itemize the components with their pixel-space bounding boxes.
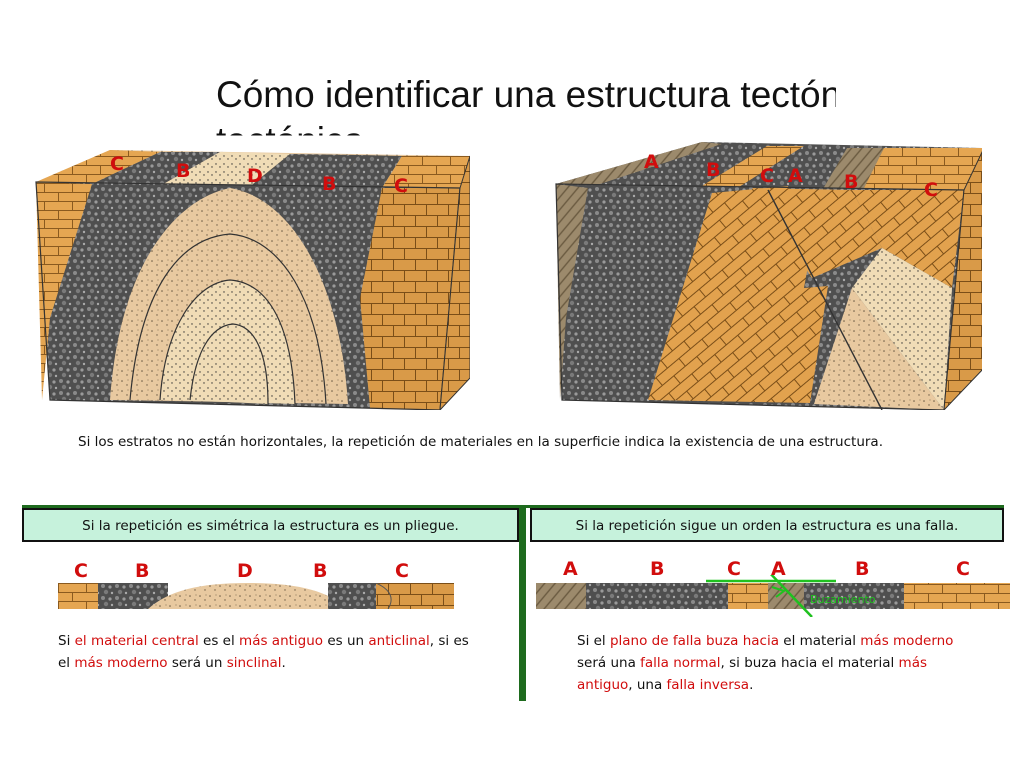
- fault-block-diagram: A B C A B C: [555, 142, 982, 410]
- label-a-2: A: [788, 165, 803, 187]
- label-b-1: B: [176, 160, 190, 182]
- strip-label-c-1: C: [727, 558, 741, 580]
- text-fragment: será un: [167, 655, 227, 671]
- strip-label-b-1: B: [135, 560, 150, 582]
- label-b-1: B: [706, 159, 720, 181]
- term-youngest: más moderno: [74, 655, 168, 671]
- dip-label: Buzamiento: [810, 593, 876, 606]
- fault-strip-labels: A B C A B C: [563, 558, 983, 582]
- term-oldest: más antiguo: [577, 655, 928, 693]
- strip-label-b-1: B: [650, 558, 665, 580]
- strip-label-b-2: B: [855, 558, 870, 580]
- strip-label-d: D: [237, 560, 253, 582]
- strip-label-a-2: A: [771, 558, 786, 580]
- text-fragment: , una: [628, 677, 667, 693]
- text-fragment: es el: [198, 633, 240, 649]
- text-fragment: .: [749, 677, 754, 693]
- fault-explanation: Si el plano de falla buza hacia el mater…: [577, 630, 957, 696]
- term-anticline: anticlinal: [368, 633, 430, 649]
- structure-caption: Si los estratos no están horizontales, l…: [78, 434, 883, 450]
- text-fragment: .: [281, 655, 286, 671]
- label-c-2: C: [924, 179, 938, 201]
- fold-surface-strip: [58, 583, 454, 609]
- label-b-2: B: [844, 171, 858, 193]
- term-syncline: sinclinal: [226, 655, 282, 671]
- term-reverse-fault: falla inversa: [666, 677, 750, 693]
- text-fragment: , si buza hacia el material: [720, 655, 899, 671]
- term-central-material: el material central: [74, 633, 199, 649]
- text-fragment: , si es el: [58, 633, 469, 671]
- text-fragment: es un: [323, 633, 369, 649]
- fault-surface-strip: Buzamiento: [536, 575, 1010, 617]
- divider-vertical: [519, 505, 526, 701]
- fold-info-box: Si la repetición es simétrica la estruct…: [22, 508, 519, 542]
- text-fragment: el material: [779, 633, 861, 649]
- label-c-1: C: [760, 165, 774, 187]
- label-d: D: [247, 165, 263, 187]
- term-dips-toward: buza hacia: [705, 633, 779, 649]
- term-fault-plane: plano de falla: [609, 633, 702, 649]
- label-c-1: C: [110, 153, 124, 175]
- label-b-2: B: [322, 173, 336, 195]
- term-youngest: más moderno: [860, 633, 954, 649]
- divider-top: [22, 505, 1004, 508]
- term-normal-fault: falla normal: [640, 655, 721, 671]
- text-fragment: Si el: [577, 633, 610, 649]
- strip-label-a-1: A: [563, 558, 578, 580]
- strip-label-c-2: C: [956, 558, 970, 580]
- fold-strip-labels: C B D B C: [74, 560, 454, 584]
- strip-label-c-1: C: [74, 560, 88, 582]
- strip-label-c-2: C: [395, 560, 409, 582]
- fold-explanation: Si el material central es el más antiguo…: [58, 630, 478, 674]
- text-fragment: será una: [577, 655, 641, 671]
- anticline-block-diagram: C B D B C: [35, 150, 470, 410]
- page-title: Cómo identificar una estructura tectónic…: [216, 74, 836, 115]
- strip-label-b-2: B: [313, 560, 328, 582]
- text-fragment: Si: [58, 633, 75, 649]
- fault-info-box: Si la repetición sigue un orden la estru…: [530, 508, 1004, 542]
- label-a-1: A: [644, 151, 659, 173]
- page-title-wrap: tectónica: [216, 120, 365, 161]
- term-oldest: más antiguo: [239, 633, 324, 649]
- label-c-2: C: [394, 175, 408, 197]
